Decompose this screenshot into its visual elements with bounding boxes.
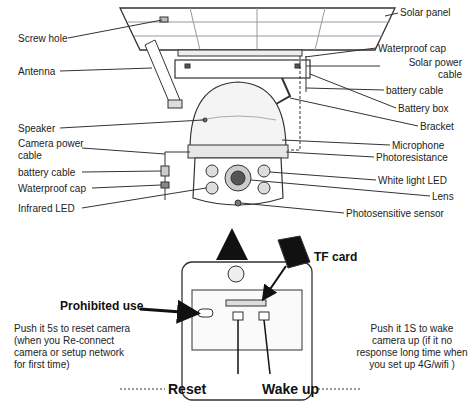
part-label: Camera power cable (18, 138, 84, 162)
part-label: TF card (314, 250, 357, 264)
part-label: Infrared LED (18, 203, 75, 215)
part-label: Solar panel (400, 7, 451, 19)
part-label: Speaker (18, 123, 55, 135)
part-label: White light LED (378, 175, 447, 187)
part-label: Waterproof cap (378, 43, 446, 55)
part-label: battery cable (18, 167, 75, 179)
part-label: Solar power cable (382, 57, 462, 81)
part-label: Waterproof cap (18, 183, 86, 195)
part-label: Push it 5s to reset camera (when you Re-… (14, 323, 132, 371)
part-label: Push it 1S to wake camera up (if it no r… (356, 323, 468, 371)
part-label: Reset (168, 381, 206, 397)
part-label: Screw hole (18, 33, 67, 45)
part-label: battery cable (386, 85, 443, 97)
part-label: Battery box (398, 103, 449, 115)
part-label: Lens (432, 191, 454, 203)
part-label: Photosensitive sensor (346, 208, 444, 220)
part-label: Photoresistance (376, 152, 448, 164)
part-label: Wake up (262, 381, 319, 397)
part-label: Bracket (420, 121, 454, 133)
part-label: Microphone (392, 140, 444, 152)
part-label: Prohibited use (60, 299, 143, 313)
part-label: Antenna (18, 66, 55, 78)
